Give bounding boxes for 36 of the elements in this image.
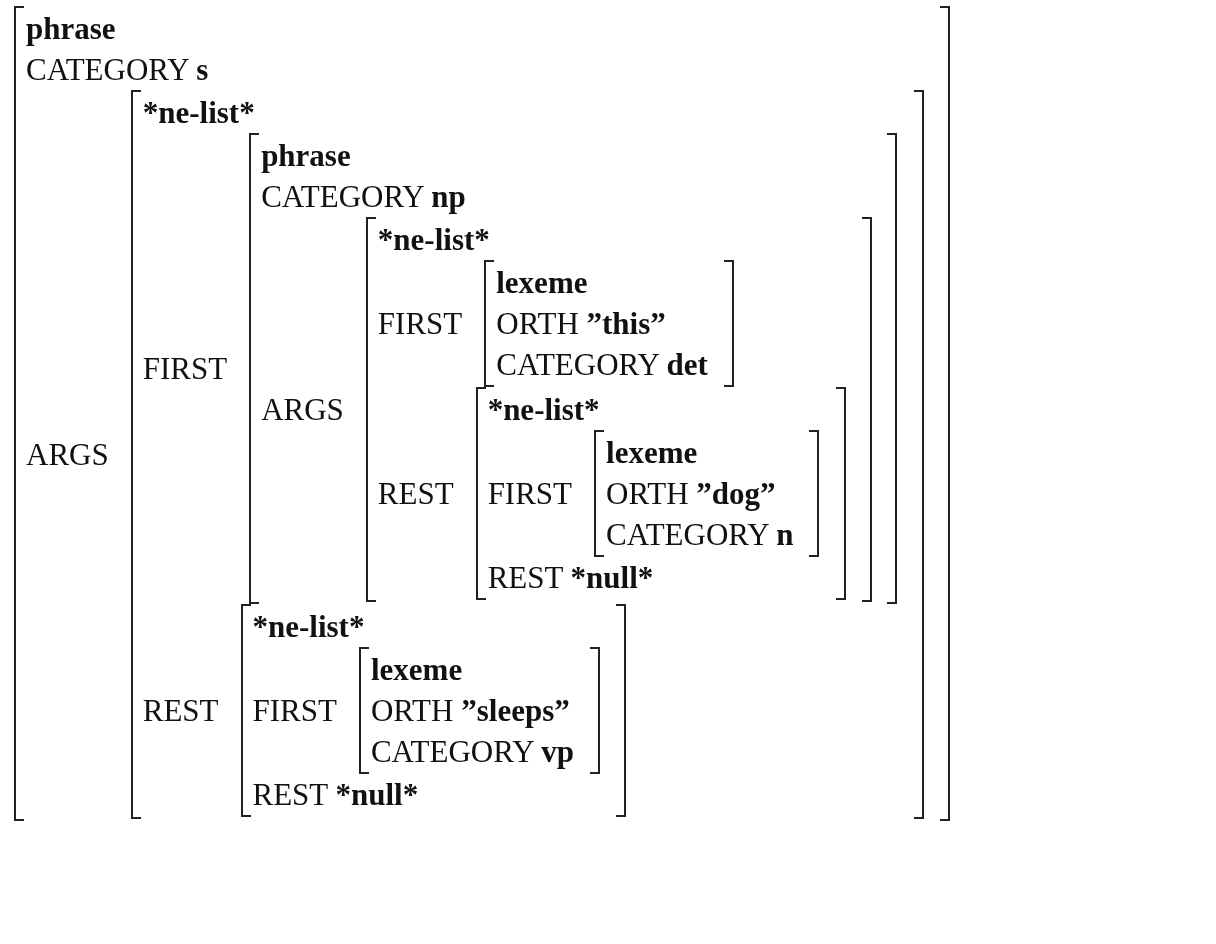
feature-structure-bracket (249, 133, 898, 604)
feature-name: FIRST (252, 692, 338, 730)
feature-name: REST (142, 692, 220, 730)
type-name: *ne-list* (142, 94, 256, 132)
feature-name: FIRST (142, 350, 229, 388)
feature-value-pair: ORTH ”sleeps” (370, 692, 571, 730)
feature-structure-bracket (14, 6, 950, 821)
feature-name: FIRST (487, 475, 574, 513)
feature-value-pair: ORTH ”this” (496, 305, 667, 343)
feature-value-pair: CATEGORY n (606, 516, 794, 554)
feature-structure-bracket (240, 604, 626, 817)
feature-value-pair: REST *null* (487, 559, 655, 597)
feature-name: FIRST (377, 305, 464, 343)
type-name: lexeme (606, 434, 699, 472)
feature-structure-bracket (130, 90, 924, 819)
feature-structure-bracket (594, 430, 820, 557)
feature-name: ARGS (26, 436, 110, 474)
type-name: phrase (261, 137, 352, 175)
type-name: lexeme (496, 264, 589, 302)
type-name: *ne-list* (487, 391, 601, 429)
feature-structure-bracket (484, 260, 734, 387)
type-name: *ne-list* (252, 608, 366, 646)
feature-value-pair: CATEGORY np (261, 178, 467, 216)
type-name: phrase (26, 10, 117, 48)
feature-name: ARGS (261, 391, 345, 429)
feature-value-pair: ORTH ”dog” (606, 475, 777, 513)
feature-name: REST (377, 475, 455, 513)
type-name: *ne-list* (377, 221, 491, 259)
feature-structure-bracket (475, 387, 846, 600)
feature-value-pair: CATEGORY det (496, 346, 708, 384)
feature-value-pair: CATEGORY s (26, 51, 210, 89)
type-name: lexeme (370, 651, 464, 689)
feature-structure-bracket (358, 647, 600, 774)
feature-structure-bracket (365, 217, 872, 602)
feature-value-pair: CATEGORY vp (370, 733, 574, 771)
feature-value-pair: REST *null* (252, 776, 420, 814)
